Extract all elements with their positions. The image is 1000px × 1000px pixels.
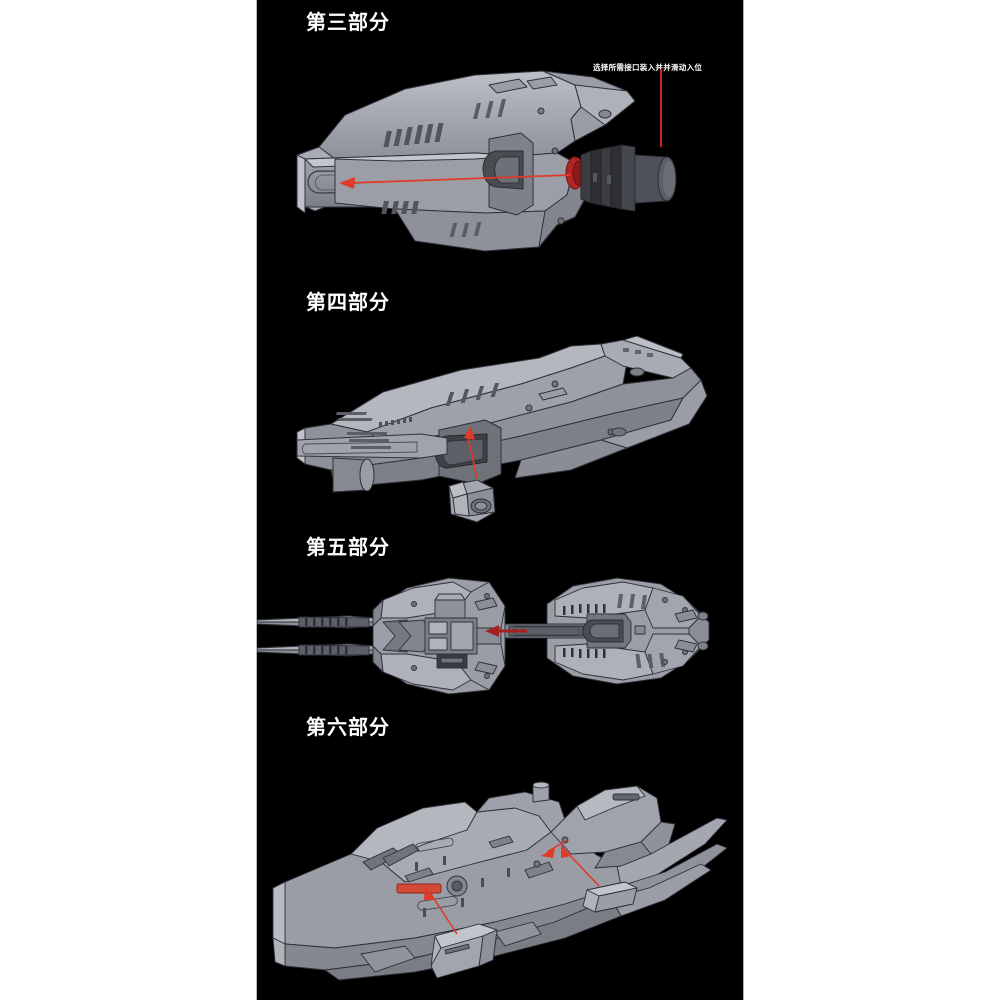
diagram-rifle-barrel-assembly — [275, 55, 727, 255]
assembly-arrow-left — [339, 174, 572, 189]
diagram-rifle-body-with-clip — [271, 328, 731, 528]
section-title-part-five: 第五部分 — [306, 535, 390, 559]
diagram-full-craft-assembly — [265, 758, 737, 996]
section-title-part-six: 第六部分 — [306, 715, 390, 739]
assembly-arrow-panel-2 — [541, 839, 568, 858]
dark-instruction-panel: 第三部分 选择所需接口装入并并滑动入位 — [256, 0, 744, 1000]
assembly-arrow-join — [485, 625, 527, 637]
section-title-part-four: 第四部分 — [306, 290, 390, 314]
assembly-arrow-down — [464, 426, 478, 479]
callout-interface-install: 选择所需接口装入并并滑动入位 — [593, 63, 703, 72]
assembly-arrow-panel-3 — [561, 844, 600, 887]
assembly-arrow-panel-1 — [424, 886, 458, 935]
diagram-twin-blade-halves — [257, 566, 743, 695]
section-title-part-three: 第三部分 — [306, 10, 390, 34]
